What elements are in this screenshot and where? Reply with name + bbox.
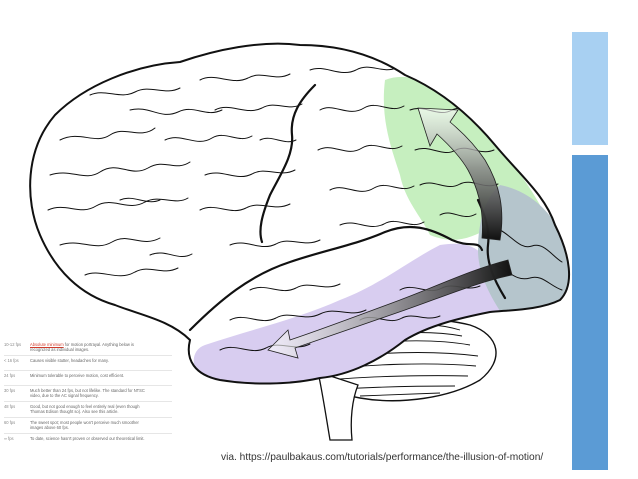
fps-text: Minimum tolerable to perceive motion, co… xyxy=(30,372,125,378)
fps-text: Good, but not good enough to feel entire… xyxy=(30,403,140,414)
ventral-arrow xyxy=(267,259,513,359)
fps-row: 10-12 fps Absolute minimum for motion por… xyxy=(4,340,172,355)
fps-description: Good, but not good enough to feel entire… xyxy=(30,403,148,415)
accent-bar-top xyxy=(572,32,608,145)
visual-pathway-arrows xyxy=(267,107,513,359)
fps-row: 24 fps Minimum tolerable to perceive moti… xyxy=(4,370,172,385)
fps-description: The sweet spot; most people won't percei… xyxy=(30,419,148,431)
fps-table: 10-12 fps Absolute minimum for motion por… xyxy=(4,340,172,449)
brain-stem xyxy=(317,371,359,441)
fps-row: 48 fps Good, but not good enough to feel … xyxy=(4,401,172,417)
fps-rate: 24 fps xyxy=(4,372,16,378)
fps-rate: < 16 fps xyxy=(4,357,19,363)
fps-text: Causes visible stutter, headaches for ma… xyxy=(30,357,109,363)
fps-rate: 30 fps xyxy=(4,387,16,393)
fps-rate: 10-12 fps xyxy=(4,341,22,347)
fps-description: Absolute minimum for motion portrayal. A… xyxy=(30,341,148,353)
fps-description: Causes visible stutter, headaches for ma… xyxy=(30,357,148,364)
fps-row: < 16 fps Causes visible stutter, headache… xyxy=(4,355,172,370)
fps-row: ∞ fps To date, science hasn't proven or o… xyxy=(4,433,172,448)
accent-bar-bottom xyxy=(572,155,608,470)
fps-description: Minimum tolerable to perceive motion, co… xyxy=(30,372,148,379)
fps-text: The sweet spot; most people won't percei… xyxy=(30,419,139,430)
fps-text: for motion portrayal. Anything below is … xyxy=(30,341,134,352)
source-caption: via. https://paulbakaus.com/tutorials/pe… xyxy=(221,452,544,463)
fps-rate: 60 fps xyxy=(4,419,16,425)
fps-highlight: Absolute minimum xyxy=(30,341,64,347)
fps-row: 30 fps Much better than 24 fps, but not l… xyxy=(4,385,172,401)
fps-description: To date, science hasn't proven or observ… xyxy=(30,435,148,442)
fps-rate: ∞ fps xyxy=(4,435,14,441)
fps-text: To date, science hasn't proven or observ… xyxy=(30,435,145,441)
fps-description: Much better than 24 fps, but not lifelik… xyxy=(30,387,148,399)
fps-text: Much better than 24 fps, but not lifelik… xyxy=(30,387,145,398)
fps-rate: 48 fps xyxy=(4,403,16,409)
fps-row: 60 fps The sweet spot; most people won't … xyxy=(4,417,172,433)
dorsal-arrow xyxy=(417,107,503,241)
